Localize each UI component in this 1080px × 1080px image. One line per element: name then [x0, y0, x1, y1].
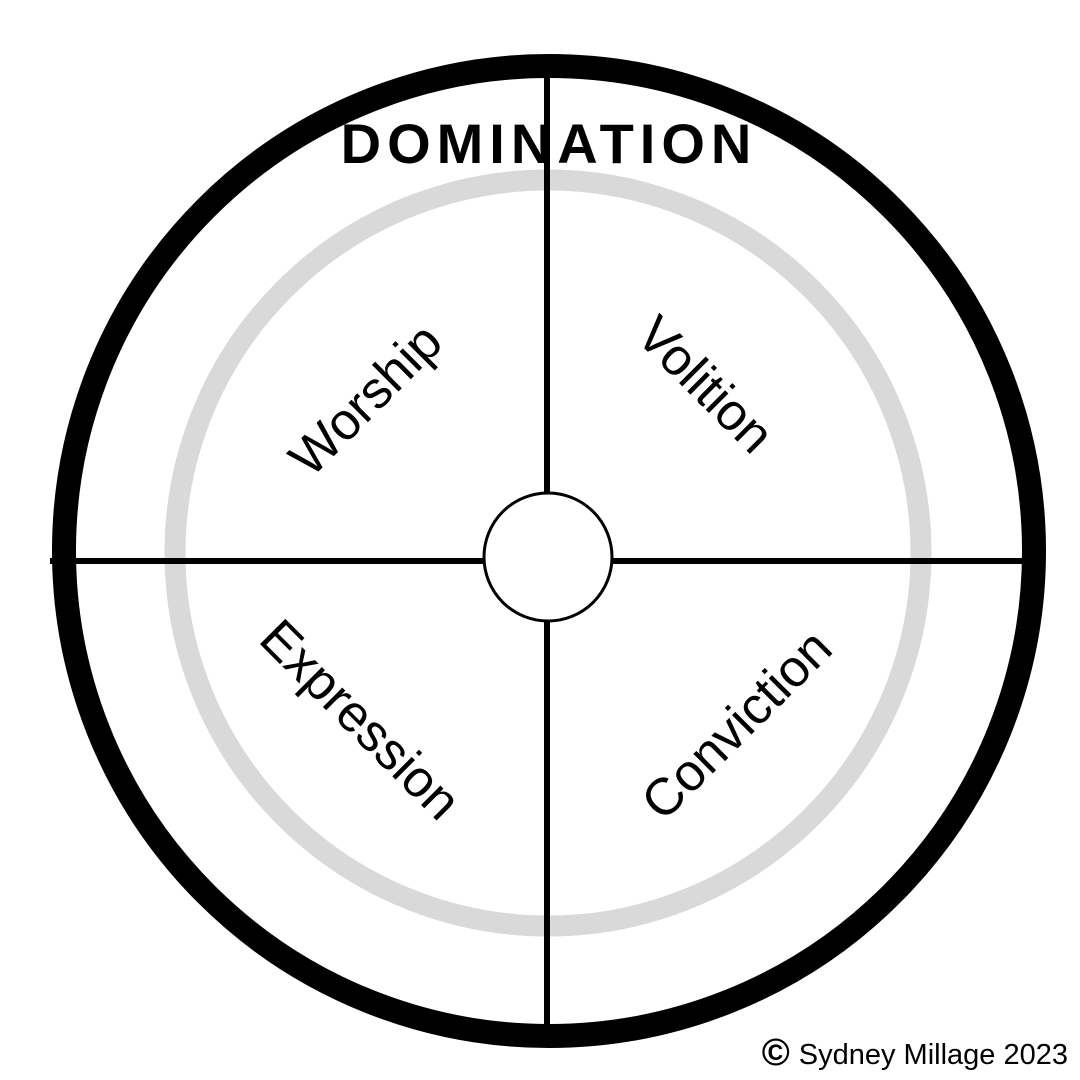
copyright-notice: © Sydney Millage 2023	[761, 1032, 1068, 1074]
copyright-icon: ©	[761, 1032, 790, 1074]
center-hub-circle	[482, 491, 614, 623]
quadrant-label-worship: Worship	[278, 312, 453, 487]
diagram-title: DOMINATION	[341, 112, 758, 175]
quadrant-label-expression: Expression	[249, 609, 472, 832]
outer-black-circle	[52, 54, 1046, 1048]
copyright-text: Sydney Millage 2023	[798, 1038, 1068, 1071]
quadrant-label-volition: Volition	[625, 305, 785, 465]
quadrant-label-conviction: Conviction	[631, 619, 844, 832]
